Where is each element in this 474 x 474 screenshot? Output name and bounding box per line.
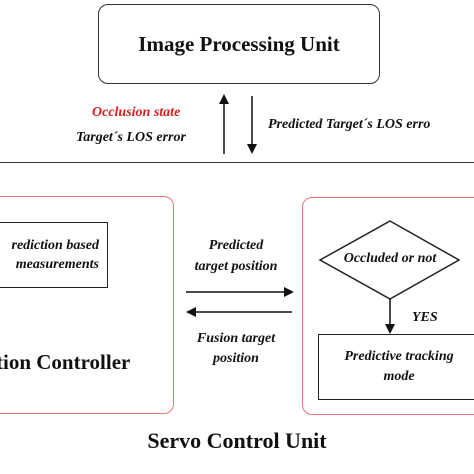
controller-label: tion Controller	[0, 350, 131, 374]
predictive-tracking-mode-box: Predictive tracking mode	[318, 334, 474, 400]
image-processing-unit-box: Image Processing Unit	[98, 4, 380, 84]
los-error-label: Target´s LOS error	[76, 130, 186, 145]
servo-unit-boundary	[0, 162, 474, 163]
servo-control-unit-title: Servo Control Unit	[147, 428, 327, 453]
decision-label: Occluded or not	[343, 251, 437, 266]
controller-panel	[0, 196, 174, 414]
fusion-label-line-2: position	[213, 351, 259, 366]
predicted-label-line-2: target position	[194, 259, 278, 274]
mode-line-2: mode	[383, 369, 415, 384]
prediction-line-1: rediction based	[11, 238, 100, 253]
image-processing-unit-title: Image Processing Unit	[138, 31, 340, 56]
fusion-label-line-1: Fusion target	[196, 331, 276, 346]
yes-label: YES	[412, 310, 438, 325]
prediction-measurement-box: rediction based measurements	[0, 222, 108, 288]
predicted-los-error-label: Predicted Target´s LOS erro	[268, 117, 431, 132]
occlusion-state-label: Occlusion state	[92, 105, 181, 120]
mode-line-1: Predictive tracking	[344, 349, 454, 364]
prediction-line-2: measurements	[15, 257, 99, 272]
predicted-label-line-1: Predicted	[208, 238, 264, 253]
tracking-panel	[302, 197, 474, 415]
